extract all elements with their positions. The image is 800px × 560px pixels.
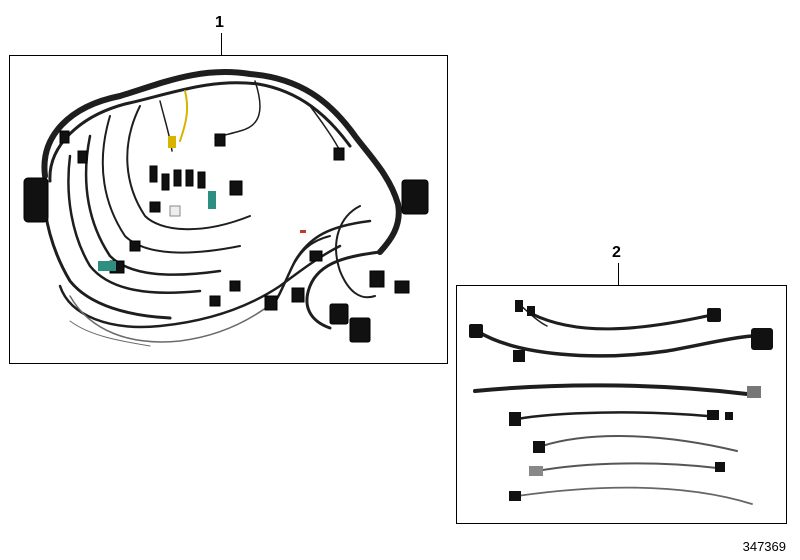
main-harness-frame bbox=[9, 55, 448, 364]
callout-2-label: 2 bbox=[612, 244, 621, 261]
connector-mid-right bbox=[309, 250, 323, 262]
connector-large-left bbox=[23, 177, 49, 223]
harness-right-branch-3 bbox=[335, 205, 376, 299]
connector-left-small bbox=[59, 130, 70, 144]
adapter-connector-1b bbox=[527, 306, 535, 316]
adapter-cable-1 bbox=[530, 312, 709, 331]
connector-multi-pin-right bbox=[401, 179, 429, 215]
connector-mid-7 bbox=[149, 201, 161, 213]
connector-mid-3 bbox=[173, 169, 182, 187]
harness-branch-left-3 bbox=[84, 134, 222, 276]
diagram-reference-number: 347369 bbox=[742, 539, 786, 554]
adapter-cable-2 bbox=[475, 329, 754, 358]
connector-right-cluster-2 bbox=[394, 280, 410, 294]
harness-branch-left-5 bbox=[126, 105, 251, 231]
adapter-connector-1a bbox=[515, 300, 523, 312]
adapter-cable-5 bbox=[541, 435, 738, 452]
adapter-cable-4 bbox=[515, 411, 709, 421]
harness-right-branch-4 bbox=[289, 235, 331, 272]
adapter-connector-2a bbox=[469, 324, 483, 338]
adapter-connector-1c bbox=[707, 308, 721, 322]
harness-lower-loop bbox=[58, 244, 342, 329]
adapter-connector-6a bbox=[529, 466, 543, 476]
marker-red bbox=[300, 230, 306, 233]
connector-lower-right-2 bbox=[291, 287, 305, 303]
connector-right-cluster-1 bbox=[369, 270, 385, 288]
adapter-connector-3 bbox=[747, 386, 761, 398]
harness-trunk bbox=[41, 69, 402, 255]
connector-upper-mid bbox=[214, 133, 226, 147]
connector-lower-right-4 bbox=[349, 317, 371, 343]
connector-lower-left-2 bbox=[129, 240, 141, 252]
harness-thin-lead-1 bbox=[69, 320, 151, 347]
marker-white bbox=[169, 205, 181, 217]
callout-2-leader bbox=[618, 263, 619, 285]
connector-upper-right bbox=[333, 147, 345, 161]
harness-branch-left-4 bbox=[101, 115, 241, 254]
connector-lower-mid-1 bbox=[209, 295, 221, 307]
connector-mid-4 bbox=[185, 169, 194, 187]
adapter-cable-7 bbox=[516, 486, 753, 505]
connector-left-small-2 bbox=[77, 150, 88, 164]
adapter-connector-5 bbox=[533, 441, 545, 453]
connector-lower-mid-2 bbox=[229, 280, 241, 292]
fuse-holder-teal bbox=[98, 261, 116, 271]
adapter-connector-4b bbox=[707, 410, 719, 420]
harness-lower-thin bbox=[69, 295, 276, 343]
adapter-cables-illustration bbox=[469, 300, 773, 505]
harness-right-branch-1 bbox=[305, 250, 382, 330]
connector-lower-right-1 bbox=[264, 295, 278, 311]
connector-mid-6 bbox=[229, 180, 243, 196]
connector-yellow bbox=[168, 136, 176, 148]
connector-mid-2 bbox=[161, 173, 170, 191]
harness-branch-left-2 bbox=[67, 154, 202, 294]
adapter-connector-2c bbox=[751, 328, 773, 350]
callout-1-label: 1 bbox=[215, 14, 224, 31]
connector-mid-1 bbox=[149, 165, 158, 183]
adapter-cables-frame bbox=[456, 285, 787, 524]
connector-lower-right-3 bbox=[329, 303, 349, 325]
harness-upper-lead-3 bbox=[214, 80, 261, 139]
adapter-connector-7 bbox=[509, 491, 521, 501]
fuse-holder-teal-2 bbox=[208, 191, 216, 209]
adapter-connector-6b bbox=[715, 462, 725, 472]
connector-mid-5 bbox=[197, 171, 206, 189]
harness-trunk-strand bbox=[48, 81, 352, 183]
adapter-cable-6 bbox=[536, 462, 718, 472]
main-harness-illustration bbox=[23, 69, 429, 347]
adapter-connector-4a bbox=[509, 412, 521, 426]
adapter-cable-3 bbox=[473, 383, 749, 396]
adapter-connector-2b bbox=[513, 350, 525, 362]
callout-1-leader bbox=[221, 33, 222, 55]
harness-upper-lead-2 bbox=[179, 90, 189, 142]
adapter-connector-4c bbox=[725, 412, 733, 420]
